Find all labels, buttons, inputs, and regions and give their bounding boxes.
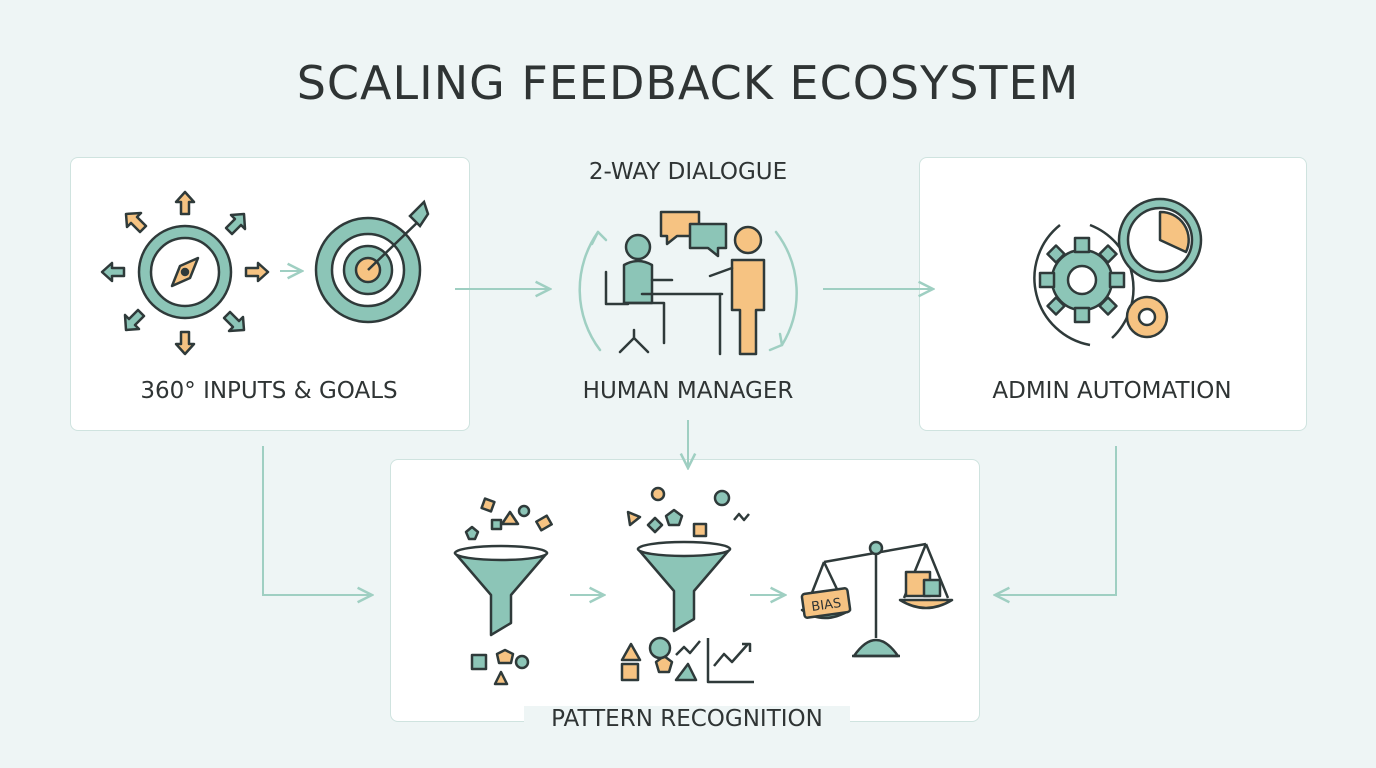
balance-scale-icon: [800, 540, 954, 658]
dialogue-caption: 2-WAY DIALOGUE: [588, 159, 788, 185]
funnel-chart-icon: [620, 486, 754, 684]
page-title: SCALING FEEDBACK ECOSYSTEM: [296, 56, 1080, 110]
arrow-automation-to-pattern: [995, 446, 1117, 595]
human-manager-label: HUMAN MANAGER: [582, 378, 794, 404]
bias-tag: BIAS: [810, 596, 842, 615]
compass-icon: [100, 190, 270, 356]
target-icon: [314, 199, 430, 324]
admin-automation-label: ADMIN AUTOMATION: [992, 378, 1232, 404]
pattern-recognition-label: PATTERN RECOGNITION: [524, 706, 850, 732]
meeting-icon: [578, 210, 798, 356]
funnel-icon: [453, 497, 553, 686]
inputs-goals-label: 360° INPUTS & GOALS: [140, 378, 398, 404]
admin-automation-panel: [919, 157, 1307, 431]
arrow-inputs-to-pattern: [262, 446, 372, 595]
connectors: [262, 271, 1117, 595]
gears-clock-icon: [1033, 197, 1203, 347]
